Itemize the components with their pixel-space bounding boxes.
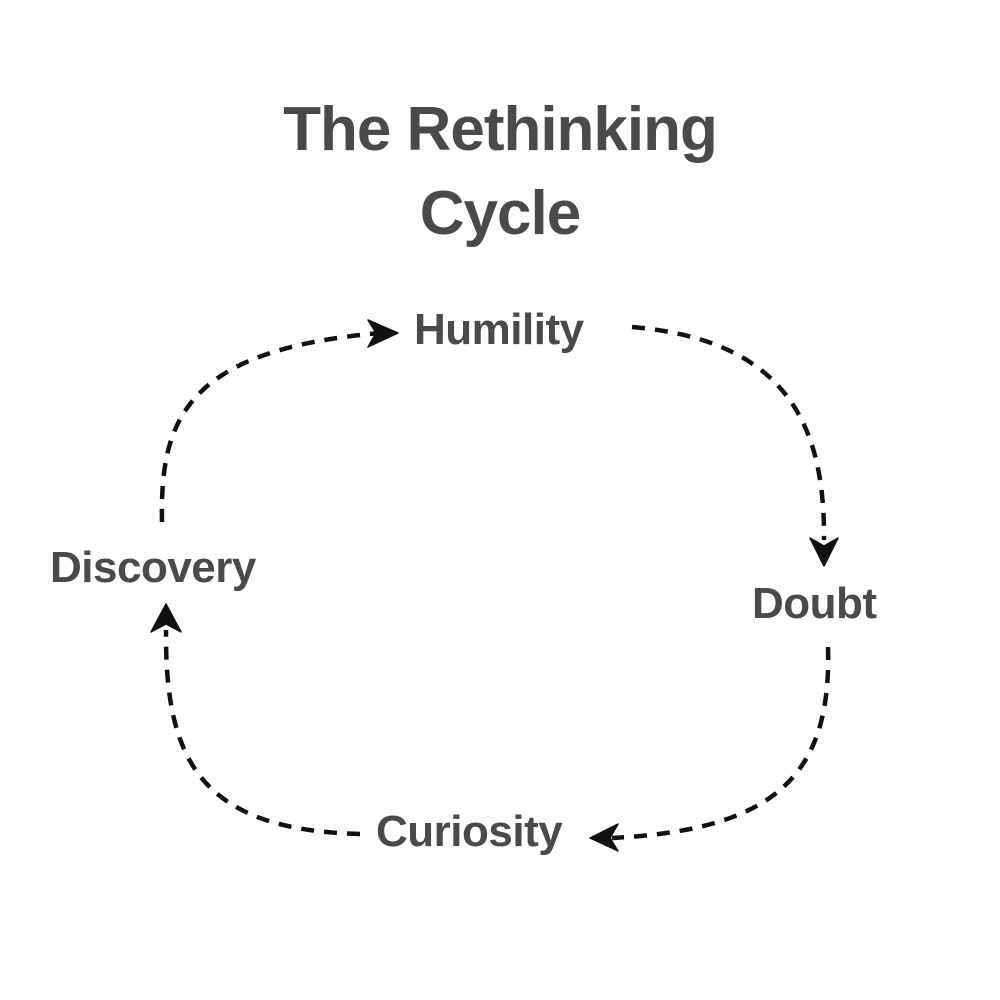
arrowhead-discovery [150, 603, 182, 633]
node-humility: Humility [414, 305, 584, 354]
node-curiosity: Curiosity [376, 807, 563, 856]
arrow-curiosity-to-discovery [163, 629, 361, 837]
arrow-humility-to-doubt [631, 324, 827, 541]
arrow-doubt-to-curiosity [611, 646, 831, 841]
arrowhead-curiosity [589, 823, 619, 852]
arrowhead-doubt [809, 537, 839, 567]
diagram-title-line-1: The Rethinking [283, 95, 718, 164]
node-discovery: Discovery [50, 543, 256, 592]
diagram-title-line-2: Cycle [419, 179, 581, 248]
arrowhead-humility [367, 319, 399, 348]
node-doubt: Doubt [752, 579, 877, 628]
arrow-discovery-to-humility [159, 330, 381, 523]
